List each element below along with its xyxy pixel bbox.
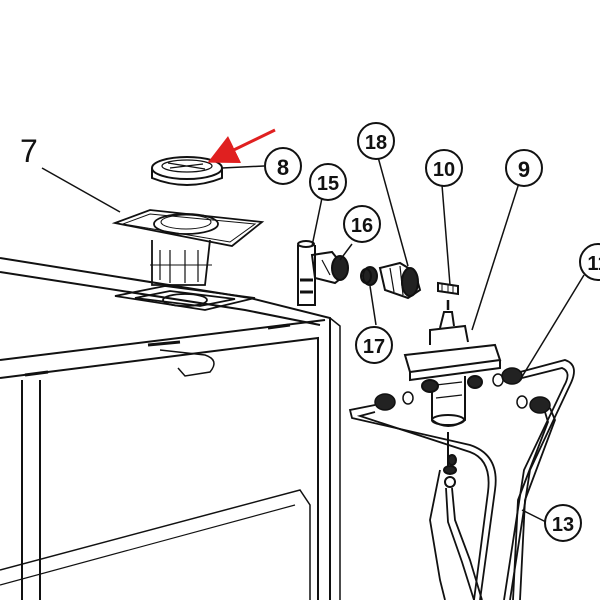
label-8: 8 (277, 155, 289, 180)
valve-part-18 (378, 261, 422, 300)
label-17: 17 (363, 336, 385, 358)
label-15: 15 (317, 173, 339, 195)
label-16: 16 (351, 215, 373, 237)
fitting-part-16 (310, 250, 349, 285)
label-13: 13 (552, 514, 574, 536)
label-11: 11 (587, 253, 600, 275)
label-7: 7 (20, 133, 38, 169)
plug-part-10 (437, 281, 459, 296)
line-fittings (374, 367, 551, 414)
tank-body (0, 257, 341, 600)
label-18: 18 (365, 132, 387, 154)
highlight-arrow (207, 128, 276, 164)
label-10: 10 (433, 159, 455, 181)
label-circles (264, 122, 600, 542)
cap-part-8 (151, 156, 223, 186)
leader-lines (41, 156, 585, 524)
nut-part-17 (360, 266, 378, 286)
pipe-part-15 (297, 240, 316, 306)
filler-opening (114, 285, 256, 311)
filler-neck-part-7 (111, 209, 265, 286)
manifold-part-9 (403, 300, 502, 488)
fuel-lines (348, 359, 575, 600)
label-9: 9 (518, 157, 530, 182)
